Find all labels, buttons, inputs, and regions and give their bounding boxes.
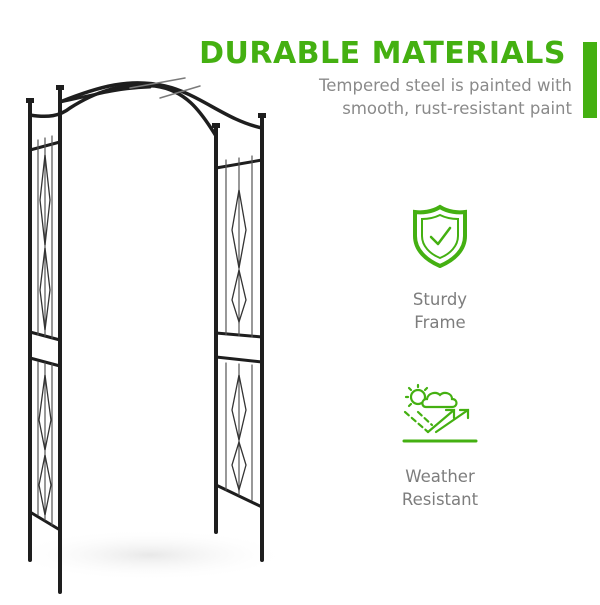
subheadline: Tempered steel is painted with smooth, r… [318,76,572,118]
headline: DURABLE MATERIALS [199,36,566,71]
label-line: Resistant [401,490,479,509]
weather-sun-cloud-icon [402,383,478,443]
feature-weather-resistant: Weather Resistant [380,383,500,511]
accent-bar [583,42,597,118]
feature-label: Weather Resistant [380,465,500,511]
label-line: Weather [405,467,475,486]
shield-check-icon [413,204,467,268]
feature-sturdy-frame: Sturdy Frame [380,204,500,334]
feature-label: Sturdy Frame [380,288,500,334]
garden-arch-image [0,0,300,600]
label-line: Frame [414,313,466,332]
label-line: Sturdy [412,290,468,309]
